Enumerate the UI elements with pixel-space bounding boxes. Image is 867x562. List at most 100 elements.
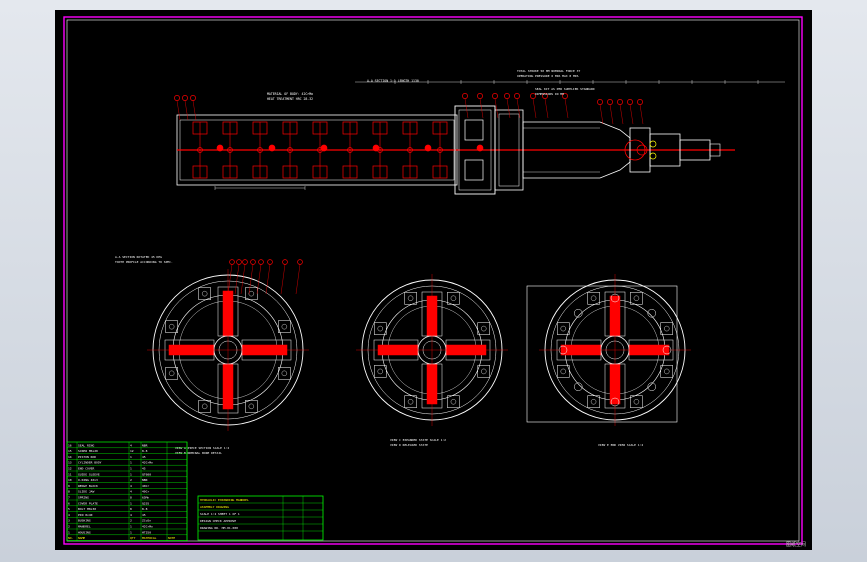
parts-table-header-cell: MATERIAL bbox=[142, 536, 157, 540]
view3-screw-hole bbox=[558, 345, 568, 355]
layout-tab-label[interactable]: 图纸空间 bbox=[785, 542, 806, 548]
flange-inner bbox=[458, 109, 492, 191]
parts-table-cell: 4 bbox=[130, 490, 132, 494]
housing-inner bbox=[498, 113, 520, 187]
view3-peripheral-block bbox=[557, 365, 570, 378]
view1-balloon bbox=[250, 259, 256, 265]
parts-table-cell: Q235 bbox=[142, 501, 149, 505]
parts-table-cell: 8.8 bbox=[142, 507, 148, 511]
parts-table-cell: MANDREL bbox=[78, 525, 91, 529]
parts-table-header-cell: QTY bbox=[130, 536, 136, 540]
pin-hole bbox=[227, 147, 233, 153]
view1-peripheral-block bbox=[198, 287, 211, 300]
title-block-border bbox=[197, 495, 324, 541]
view2-peripheral-block bbox=[447, 292, 460, 305]
parts-table-cell: 4 bbox=[130, 513, 132, 517]
balloon-leader bbox=[564, 98, 569, 119]
balloon-leader bbox=[494, 98, 499, 119]
part-balloon bbox=[637, 99, 643, 105]
view3-bolt-hole bbox=[664, 325, 670, 332]
parts-table-cell: 2 bbox=[130, 478, 132, 482]
balloon-leader bbox=[619, 104, 624, 125]
balloon-leader bbox=[629, 104, 634, 125]
bolt-marker bbox=[320, 144, 328, 152]
view3-peripheral-block bbox=[630, 395, 643, 408]
parts-table-cell: NBR bbox=[142, 443, 148, 447]
parts-table-cell: 8 bbox=[130, 496, 132, 500]
outer-frame-border bbox=[63, 16, 803, 545]
parts-table-cell: GUIDE SLEEVE bbox=[78, 472, 100, 476]
parts-table-cell: 10 bbox=[68, 478, 72, 482]
pin-hole bbox=[407, 147, 413, 153]
parts-table-cell: 2 bbox=[68, 525, 70, 529]
view1-peripheral-block bbox=[278, 367, 291, 380]
view1-peripheral-block bbox=[165, 367, 178, 380]
view3-screw-hole bbox=[662, 345, 672, 355]
view2-bolt-hole bbox=[377, 325, 383, 332]
parts-table-cell: HT250 bbox=[142, 530, 151, 534]
view1-bolt-hole bbox=[281, 370, 288, 377]
balloon-leader bbox=[176, 100, 181, 121]
parts-table-cell: 1 bbox=[68, 530, 70, 534]
part-balloon bbox=[492, 93, 498, 99]
view3-bolt-hole bbox=[560, 368, 566, 375]
parts-table-cell: WEDGE BLOCK bbox=[78, 484, 98, 488]
parts-table-cell: BOLT M8x30 bbox=[78, 507, 96, 511]
note-heat-treatment: HEAT TREATMENT HRC 28-32 bbox=[267, 97, 313, 101]
parts-table-cell: 8 bbox=[130, 507, 132, 511]
flange-pocket bbox=[464, 159, 484, 181]
parts-table-cell: 11 bbox=[68, 472, 72, 476]
view2-bolt-hole bbox=[407, 399, 414, 405]
parts-table-cell: 42CrMo bbox=[142, 461, 153, 465]
inner-frame-border bbox=[66, 19, 800, 542]
view3-peripheral-block bbox=[587, 292, 600, 305]
parts-table-cell: 8.8 bbox=[142, 449, 148, 453]
balloon-leader bbox=[599, 104, 604, 125]
seal-circle-inner bbox=[636, 144, 648, 156]
part-balloon bbox=[190, 95, 196, 101]
view2-bolt-hole bbox=[481, 368, 487, 375]
parts-table-cell: 1 bbox=[130, 461, 132, 465]
parts-table-cell: SCREW M6x20 bbox=[78, 449, 98, 453]
view2-bolt-hole bbox=[377, 368, 383, 375]
view3-screw-hole bbox=[573, 308, 583, 318]
view3-bolt-hole bbox=[664, 368, 670, 375]
parts-table-cell: 7 bbox=[68, 496, 70, 500]
parts-table-cell: SPRING bbox=[78, 496, 89, 500]
view3-screw-hole bbox=[573, 382, 583, 392]
parts-table-cell: 6 bbox=[68, 501, 70, 505]
parts-table-cell: 3 bbox=[68, 519, 70, 523]
title-block-text: DRAWING NO. HM-01-000 bbox=[200, 526, 238, 530]
view1-balloon bbox=[258, 259, 264, 265]
part-balloon bbox=[617, 99, 623, 105]
parts-table-cell: PIN 8x40 bbox=[78, 513, 93, 517]
parts-table-cell: 1 bbox=[130, 472, 132, 476]
parts-table-cell: 1 bbox=[130, 467, 132, 471]
parts-table-cell: 45 bbox=[142, 467, 146, 471]
parts-table-cell: 45 bbox=[142, 513, 146, 517]
parts-table-cell: 14 bbox=[68, 455, 72, 459]
view2-peripheral-block bbox=[404, 292, 417, 305]
view1-note-2: TOOTH PROFILE ACCORDING TO SPEC. bbox=[115, 260, 173, 264]
view3-bolt-hole bbox=[590, 295, 597, 301]
parts-table-header-cell: NAME bbox=[78, 536, 85, 540]
title-block-text: ASSEMBLY DRAWING bbox=[200, 505, 229, 509]
pin-hole bbox=[437, 147, 443, 153]
view2-bolt-hole bbox=[450, 295, 457, 301]
parts-table-cell: END COVER bbox=[78, 467, 94, 471]
view1-leader bbox=[265, 264, 271, 295]
view2-peripheral-block bbox=[374, 322, 387, 335]
note-units: DIMENSIONS IN MM bbox=[535, 92, 564, 96]
title-block-text: SCALE 1:2 SHEET 1 OF 1 bbox=[200, 512, 240, 516]
parts-table-cell: 40Cr bbox=[142, 484, 149, 488]
view2-caption-1: VIEW C EXPANDED STATE SCALE 1:2 bbox=[390, 438, 446, 442]
part-balloon bbox=[514, 93, 520, 99]
view3-bolt-hole bbox=[633, 399, 640, 405]
view1-leader bbox=[295, 264, 301, 295]
view3-bolt-hole bbox=[633, 295, 640, 301]
view3-screw-hole bbox=[610, 293, 620, 303]
pin-hole bbox=[347, 147, 353, 153]
parts-table-cell: 9 bbox=[68, 484, 70, 488]
view3-peripheral-block bbox=[660, 322, 673, 335]
